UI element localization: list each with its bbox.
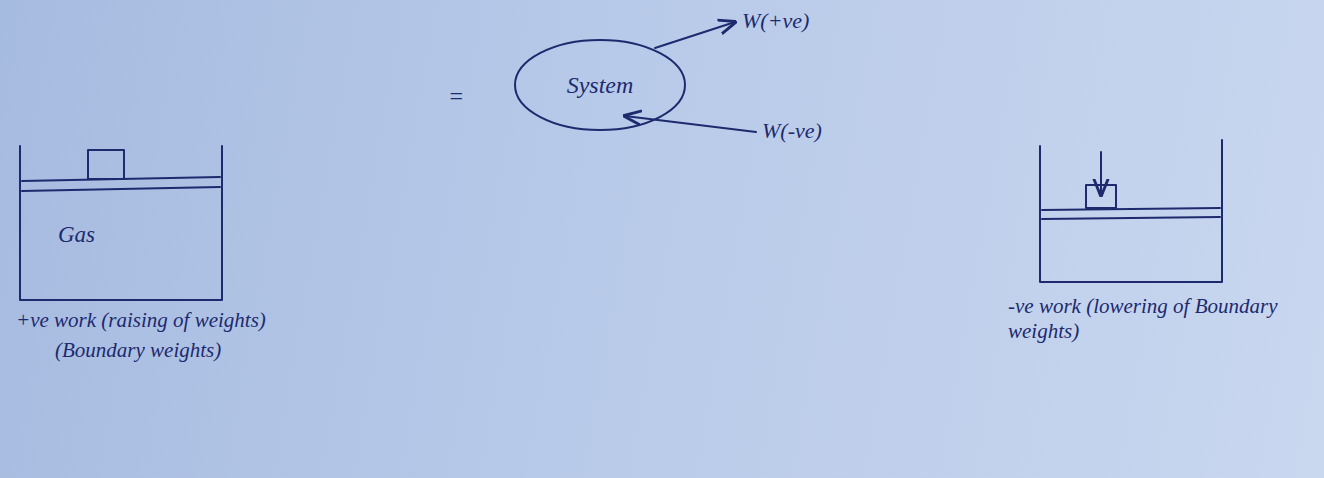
- cylinder-wall: [20, 146, 222, 300]
- system-circle: System: [514, 39, 686, 131]
- caption-text: (Boundary weights): [55, 338, 221, 363]
- node-text: Gas: [58, 222, 220, 248]
- equals-sign: =: [448, 82, 464, 111]
- work-label: W(+ve): [742, 8, 809, 34]
- work-label: W(-ve): [762, 118, 822, 144]
- caption-text: +ve work (raising of weights): [16, 308, 266, 333]
- gas-chamber: Gas: [22, 192, 220, 298]
- node-text: System: [567, 72, 634, 99]
- lowering-arrow: [1100, 152, 1102, 195]
- cylinder-wall: [1040, 140, 1222, 282]
- weight-block: [88, 150, 124, 179]
- caption-text: -ve work (lowering of Boundary weights): [1008, 294, 1308, 344]
- work-out-arrow: [655, 22, 735, 48]
- piston: [1042, 208, 1220, 219]
